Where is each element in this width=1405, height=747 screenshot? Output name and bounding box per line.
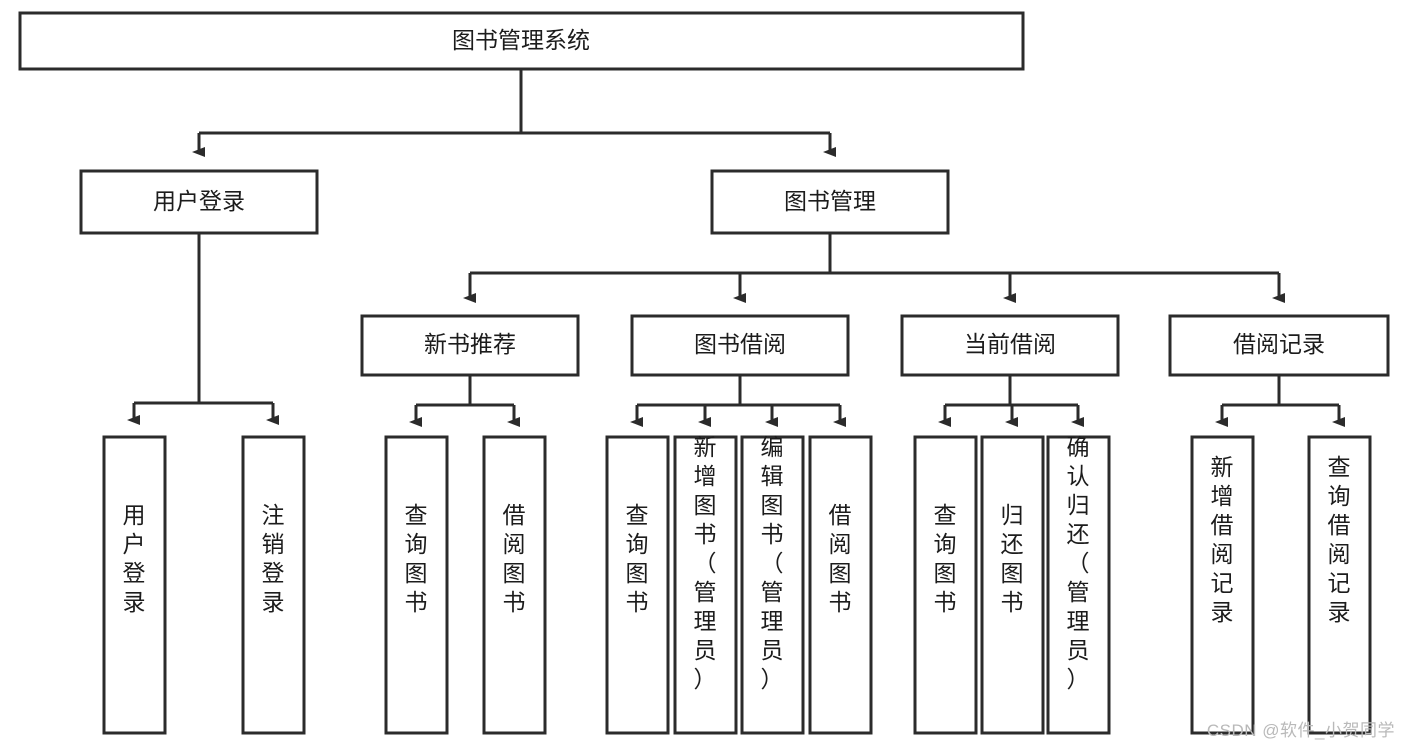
node-leaf-user-login-label: 用户登录 [123,502,146,615]
connector-group-borrow-record [1215,375,1345,427]
node-leaf-edit-book-label: 编辑图书（管理员） [761,434,784,692]
node-new-book-recommend[interactable]: 新书推荐 [360,314,580,377]
node-leaf-query-book-3[interactable]: 查询图书 [913,435,978,735]
node-root-label: 图书管理系统 [452,27,590,53]
node-root[interactable]: 图书管理系统 [18,11,1025,71]
connector-group-book-manage [463,233,1285,303]
node-leaf-edit-book[interactable]: 编辑图书（管理员） [740,434,805,735]
node-borrow-record[interactable]: 借阅记录 [1168,314,1390,377]
node-new-book-recommend-label: 新书推荐 [424,331,516,357]
node-leaf-user-logout-label: 注销登录 [262,502,285,615]
node-leaf-borrow-book-1[interactable]: 借阅图书 [482,435,547,735]
connector-group-current-borrow [938,375,1084,427]
node-user-login[interactable]: 用户登录 [79,169,319,235]
node-leaf-borrow-book-2[interactable]: 借阅图书 [808,435,873,735]
connector-group-user-login [127,233,279,425]
node-leaf-query-book-2[interactable]: 查询图书 [605,435,670,735]
node-leaf-query-book-2-label: 查询图书 [626,502,649,615]
node-borrow-record-label: 借阅记录 [1233,331,1325,357]
node-book-manage[interactable]: 图书管理 [710,169,950,235]
csdn-watermark: CSDN @软件_小贺同学 [1206,721,1395,740]
node-leaf-user-login[interactable]: 用户登录 [102,435,167,735]
node-leaf-return-book-label: 归还图书 [1001,502,1024,615]
node-leaf-query-book-3-label: 查询图书 [934,502,957,615]
node-leaf-return-book[interactable]: 归还图书 [980,435,1045,735]
node-leaf-query-record[interactable]: 查询借阅记录 [1307,435,1372,735]
node-current-borrow[interactable]: 当前借阅 [900,314,1120,377]
node-user-login-label: 用户登录 [153,188,245,214]
node-book-borrow[interactable]: 图书借阅 [630,314,850,377]
connector-group-book-borrow [630,375,846,427]
node-current-borrow-label: 当前借阅 [964,331,1056,357]
node-leaf-query-book-1-label: 查询图书 [405,502,428,615]
node-leaf-query-record-label: 查询借阅记录 [1328,454,1351,625]
node-leaf-confirm-return[interactable]: 确认归还（管理员） [1046,434,1111,735]
node-leaf-confirm-return-label: 确认归还（管理员） [1067,434,1090,692]
node-leaf-query-book-1[interactable]: 查询图书 [384,435,449,735]
node-leaf-user-logout[interactable]: 注销登录 [241,435,306,735]
node-leaf-add-book-label: 新增图书（管理员） [694,434,717,692]
node-leaf-add-record[interactable]: 新增借阅记录 [1190,435,1255,735]
node-book-borrow-label: 图书借阅 [694,331,786,357]
connector-group-root [192,69,836,157]
node-leaf-add-book[interactable]: 新增图书（管理员） [673,434,738,735]
node-book-manage-label: 图书管理 [784,188,876,214]
node-leaf-borrow-book-1-label: 借阅图书 [503,502,526,615]
node-leaf-add-record-label: 新增借阅记录 [1211,454,1234,625]
connector-group-new-book-recommend [409,375,520,427]
node-leaf-borrow-book-2-label: 借阅图书 [829,502,852,615]
